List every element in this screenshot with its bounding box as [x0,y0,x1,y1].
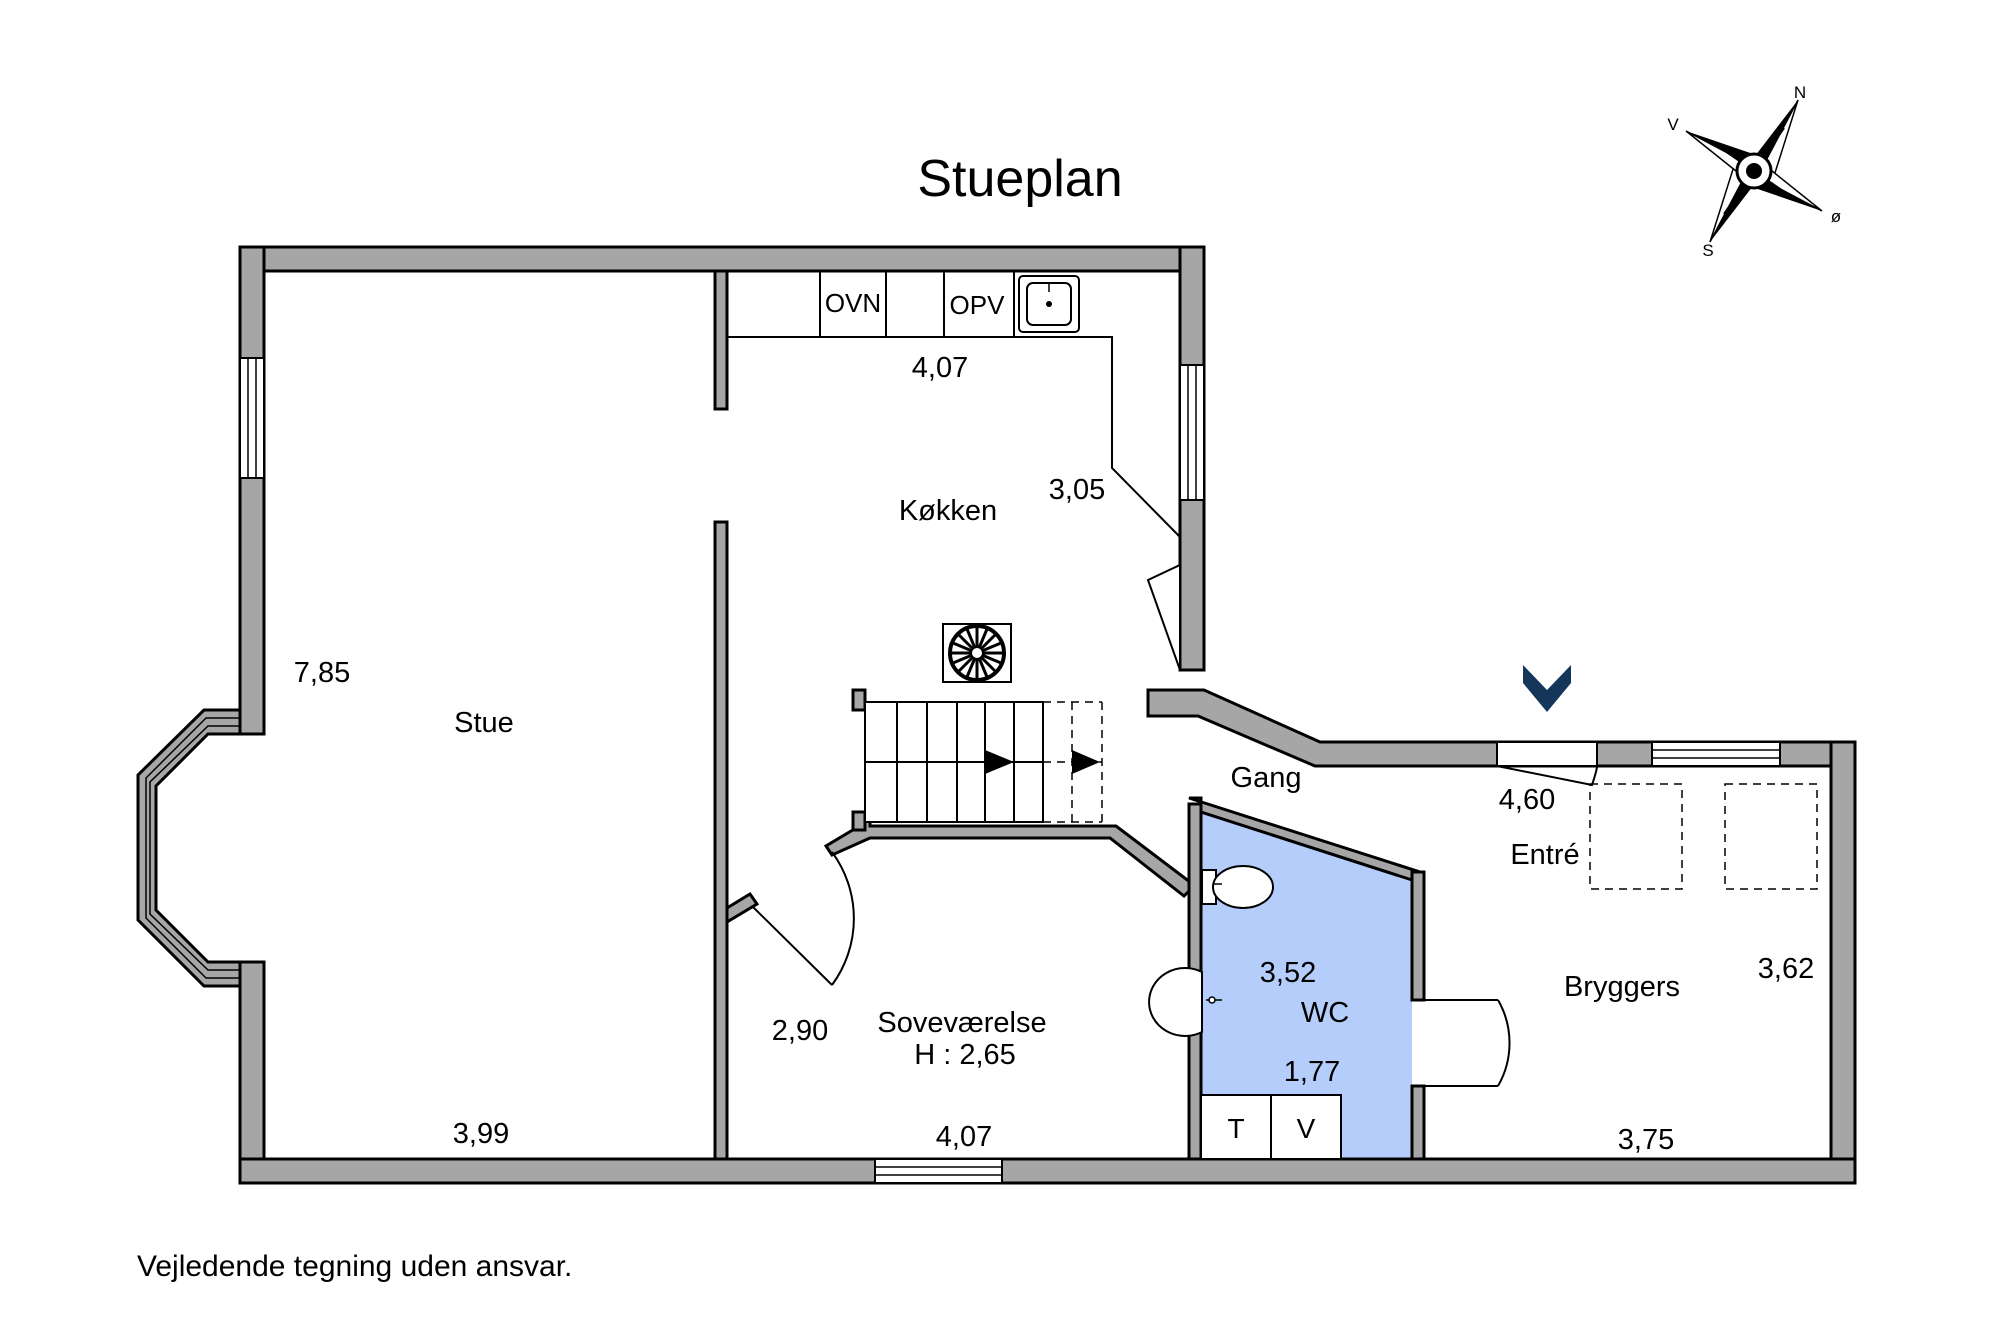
room-label-kokken: Køkken [899,495,997,527]
entre-storage [1589,783,1818,890]
dimension-sove-height: 2,90 [772,1015,828,1047]
dryer-label: T [1227,1113,1244,1144]
room-label-sovevaerelse: Soveværelse [877,1007,1046,1039]
compass-west-label: V [1667,115,1679,134]
disclaimer-text: Vejledende tegning uden ansvar. [137,1250,572,1283]
dimension-labels: 7,85 3,99 4,07 3,05 2,90 4,07 4,60 3,52 … [294,352,1814,1156]
plan-title: Stueplan [917,150,1122,208]
compass-rose-icon: N V ø S [1667,83,1841,260]
room-label-stue: Stue [454,707,514,739]
oven-label: OVN [825,288,881,318]
room-height-sovevaerelse: H : 2,65 [914,1039,1016,1071]
dimension-sove-width: 4,07 [936,1121,992,1153]
sink-icon [1018,275,1080,333]
staircase [864,701,1103,823]
stove-icon [942,623,1012,683]
room-label-bryggers: Bryggers [1564,971,1680,1003]
washer-label: V [1297,1113,1316,1144]
dimension-wc-height: 3,52 [1260,957,1316,989]
dimension-kokken-width: 4,07 [912,352,968,384]
compass-north-label: N [1794,83,1806,102]
room-label-wc: WC [1301,997,1349,1029]
wc-fixtures: T V [1148,865,1342,1160]
dimension-entre-width: 4,60 [1499,784,1555,816]
dimension-stue-width: 3,99 [453,1118,509,1150]
stair-arrow-icon [1072,750,1100,774]
dimension-stue-height: 7,85 [294,657,350,689]
room-label-entre: Entré [1510,839,1579,871]
washbasin-icon [1148,967,1222,1037]
compass-east-label: ø [1831,207,1841,226]
dimension-bryggers-height: 3,62 [1758,953,1814,985]
kitchen-counter: OVN OPV [727,271,1181,538]
compass-south-label: S [1702,241,1713,260]
dimension-wc-width: 1,77 [1284,1056,1340,1088]
dimension-bryggers-width: 3,75 [1618,1124,1674,1156]
windows [145,357,1781,1184]
dishwasher-label: OPV [950,290,1006,320]
stair-arrow-icon [985,750,1014,774]
room-label-gang: Gang [1231,762,1302,794]
entrance-marker-icon [1523,665,1571,712]
doors [751,563,1598,1087]
toilet-icon [1201,865,1274,909]
dimension-kokken-height: 3,05 [1049,474,1105,506]
room-labels: Stue Køkken Gang Entré Bryggers WC Sovev… [454,495,1680,1071]
